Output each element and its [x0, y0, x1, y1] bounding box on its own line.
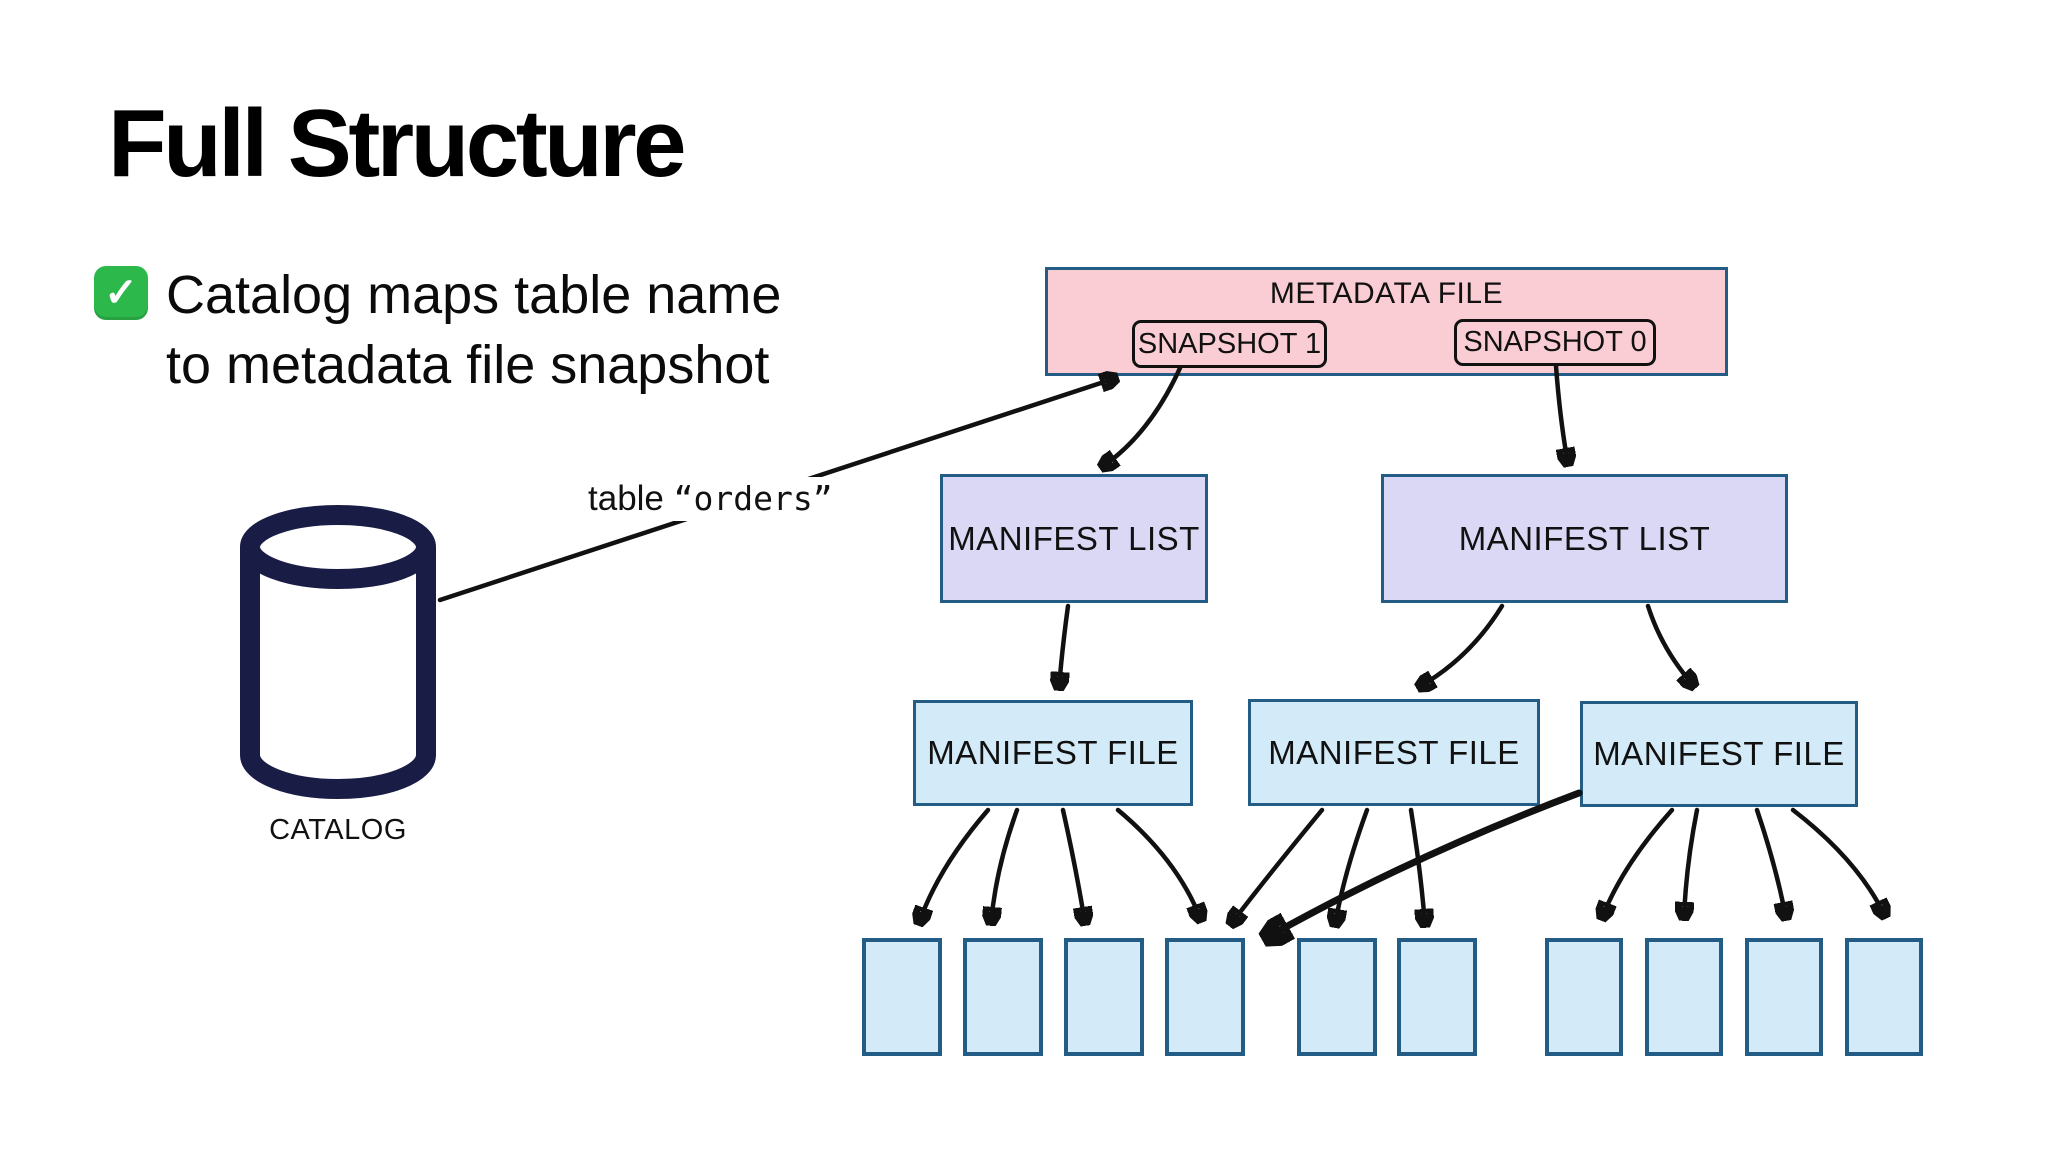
- data-file-box: [1165, 938, 1245, 1056]
- edge-label-table-name: “orders”: [673, 479, 833, 518]
- page-title: Full Structure: [108, 90, 687, 197]
- arrow-manifest-file-right-to-data-file-10: [1790, 807, 1885, 916]
- arrow-manifest-list-right-to-manifest-file-middle: [1419, 603, 1505, 687]
- data-file-box: [1297, 938, 1377, 1056]
- arrow-manifest-file-left-to-data-file-3: [1060, 807, 1085, 923]
- arrow-manifest-file-left-to-data-file-1: [919, 807, 991, 923]
- arrow-manifest-file-right-to-data-file-7: [1602, 807, 1675, 918]
- arrow-manifest-file-right-to-data-file-4: [1266, 789, 1583, 938]
- data-file-group-3: [1545, 938, 1923, 1056]
- arrow-manifest-list-left-to-manifest-file-left: [1059, 603, 1071, 688]
- data-file-box: [963, 938, 1043, 1056]
- bullet-line-1: Catalog maps table name: [166, 265, 782, 325]
- arrow-manifest-file-middle-to-data-file-4: [1231, 807, 1325, 924]
- data-file-box: [1845, 938, 1923, 1056]
- manifest-file-label: MANIFEST FILE: [1593, 735, 1845, 772]
- manifest-list-label: MANIFEST LIST: [1458, 519, 1711, 557]
- edge-label-prefix: table: [588, 479, 674, 518]
- arrow-manifest-file-middle-to-data-file-5: [1335, 807, 1370, 925]
- metadata-file-box: METADATA FILE SNAPSHOT 1 SNAPSHOT 0: [1045, 267, 1728, 376]
- arrow-manifest-file-left-to-data-file-4: [1115, 807, 1201, 920]
- data-file-group-2: [1297, 938, 1477, 1056]
- check-mark-icon: ✓: [94, 266, 148, 320]
- manifest-file-box-middle: MANIFEST FILE: [1248, 699, 1540, 806]
- data-file-box: [1064, 938, 1144, 1056]
- manifest-file-box-right: MANIFEST FILE: [1580, 701, 1858, 807]
- manifest-file-label: MANIFEST FILE: [1268, 733, 1520, 771]
- arrow-manifest-list-right-to-manifest-file-right: [1645, 603, 1694, 686]
- data-file-box: [1645, 938, 1723, 1056]
- arrow-manifest-file-right-to-data-file-8: [1684, 807, 1700, 918]
- manifest-file-box-left: MANIFEST FILE: [913, 700, 1193, 806]
- arrow-manifest-file-right-to-data-file-9: [1754, 807, 1786, 918]
- manifest-list-box-right: MANIFEST LIST: [1381, 474, 1788, 603]
- bullet-item: ✓ Catalog maps table name to metadata fi…: [94, 260, 781, 400]
- manifest-list-box-left: MANIFEST LIST: [940, 474, 1208, 603]
- data-file-box: [1397, 938, 1477, 1056]
- data-file-group-1: [862, 938, 1245, 1056]
- manifest-file-label: MANIFEST FILE: [927, 734, 1179, 771]
- snapshot-1-box: SNAPSHOT 1: [1132, 320, 1327, 368]
- snapshot-0-box: SNAPSHOT 0: [1454, 319, 1656, 366]
- bullet-line-2: to metadata file snapshot: [166, 335, 770, 395]
- metadata-file-label: METADATA FILE: [1269, 277, 1504, 310]
- manifest-list-label: MANIFEST LIST: [948, 519, 1200, 557]
- data-file-box: [862, 938, 942, 1056]
- catalog-database-icon: [240, 505, 436, 799]
- data-file-box: [1545, 938, 1623, 1056]
- data-file-box: [1745, 938, 1823, 1056]
- arrow-manifest-file-middle-to-data-file-6: [1408, 807, 1425, 925]
- arrow-snapshot0-to-manifest-list-right: [1553, 363, 1568, 464]
- arrow-manifest-file-left-to-data-file-2: [991, 807, 1020, 923]
- bullet-text: Catalog maps table name to metadata file…: [166, 260, 781, 400]
- edge-label-table-orders: table “orders”: [578, 477, 843, 521]
- catalog-label: CATALOG: [269, 814, 407, 846]
- arrow-snapshot1-to-manifest-list-left: [1102, 365, 1183, 467]
